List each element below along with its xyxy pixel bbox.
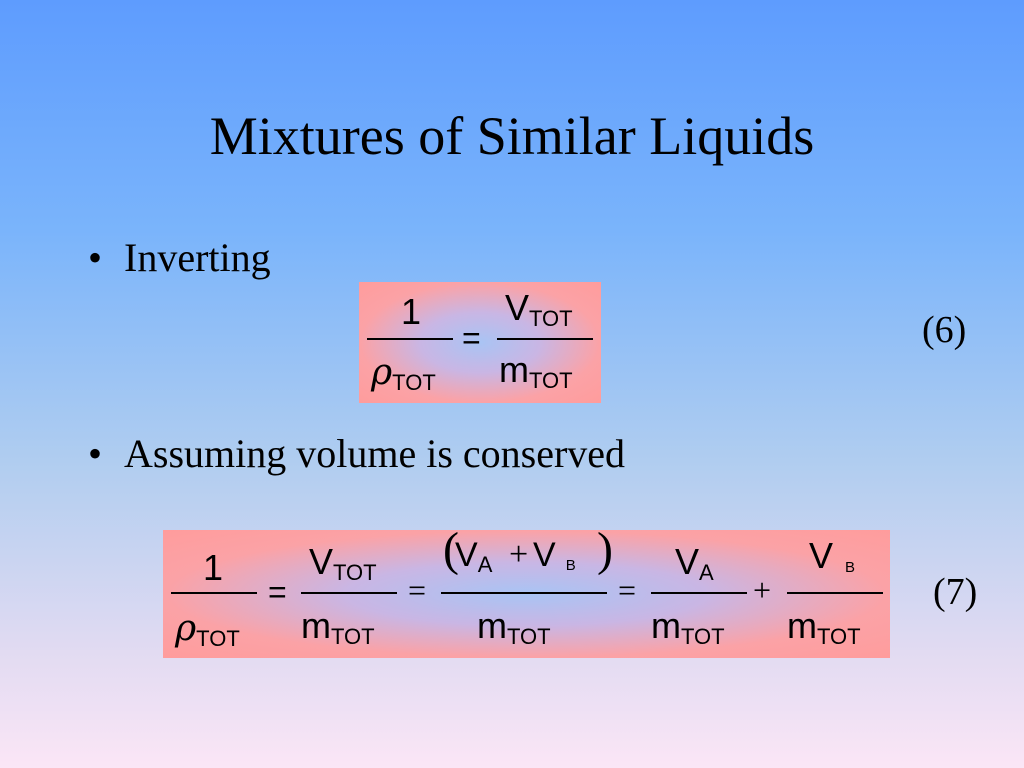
bullet-text: Inverting <box>124 235 271 280</box>
bullet-text: Assuming volume is conserved <box>124 431 626 476</box>
eq7-right-paren: ) <box>597 523 613 576</box>
eq7-numerator-va: VA <box>455 536 493 577</box>
eq7-numerator-one: 1 <box>203 547 224 588</box>
bullet-marker: • <box>88 235 103 280</box>
equation-6-box: 1 ρTOT = VTOT mTOT <box>359 282 601 403</box>
eq7-numerator-vtot: VTOT <box>309 541 377 585</box>
eq7-fraction-bar-1 <box>171 592 257 594</box>
eq6-fraction-bar-left <box>367 338 453 340</box>
eq7-equals-3: = <box>618 572 637 608</box>
eq7-denominator-mtot-4: mTOT <box>787 605 861 649</box>
eq7-plus-1: + <box>509 536 529 573</box>
eq6-numerator-vtot: VTOT <box>505 287 573 331</box>
equation-6-number: (6) <box>922 309 967 351</box>
eq7-equals-2: = <box>408 572 427 608</box>
eq7-denominator-mtot-2: mTOT <box>477 605 551 649</box>
eq7-fraction-bar-2 <box>301 592 397 594</box>
eq6-fraction-bar-right <box>497 338 593 340</box>
eq7-fraction-bar-3 <box>441 592 607 594</box>
eq6-numerator-one: 1 <box>401 291 422 332</box>
bullet-volume-conserved: • Assuming volume is conserved <box>88 430 625 478</box>
eq6-denominator-mtot: mTOT <box>499 349 573 393</box>
eq7-denominator-mtot-1: mTOT <box>301 605 375 649</box>
eq6-denominator-rho: ρTOT <box>371 352 436 395</box>
bullet-inverting: • Inverting <box>88 234 271 282</box>
slide-title: Mixtures of Similar Liquids <box>209 106 815 166</box>
eq7-fraction-bar-5 <box>787 592 883 594</box>
eq6-equals: = <box>462 320 481 356</box>
bullet-marker: • <box>88 431 103 476</box>
eq7-denominator-mtot-3: mTOT <box>651 605 725 649</box>
eq7-equals-1: = <box>268 574 287 610</box>
eq7-numerator-va-2: VA <box>675 541 714 585</box>
eq7-plus-2: + <box>753 572 772 608</box>
equation-7-number: (7) <box>933 571 978 613</box>
eq7-denominator-rho: ρTOT <box>175 608 240 651</box>
eq7-fraction-bar-4 <box>651 592 747 594</box>
eq7-left-paren: ( <box>443 523 459 576</box>
